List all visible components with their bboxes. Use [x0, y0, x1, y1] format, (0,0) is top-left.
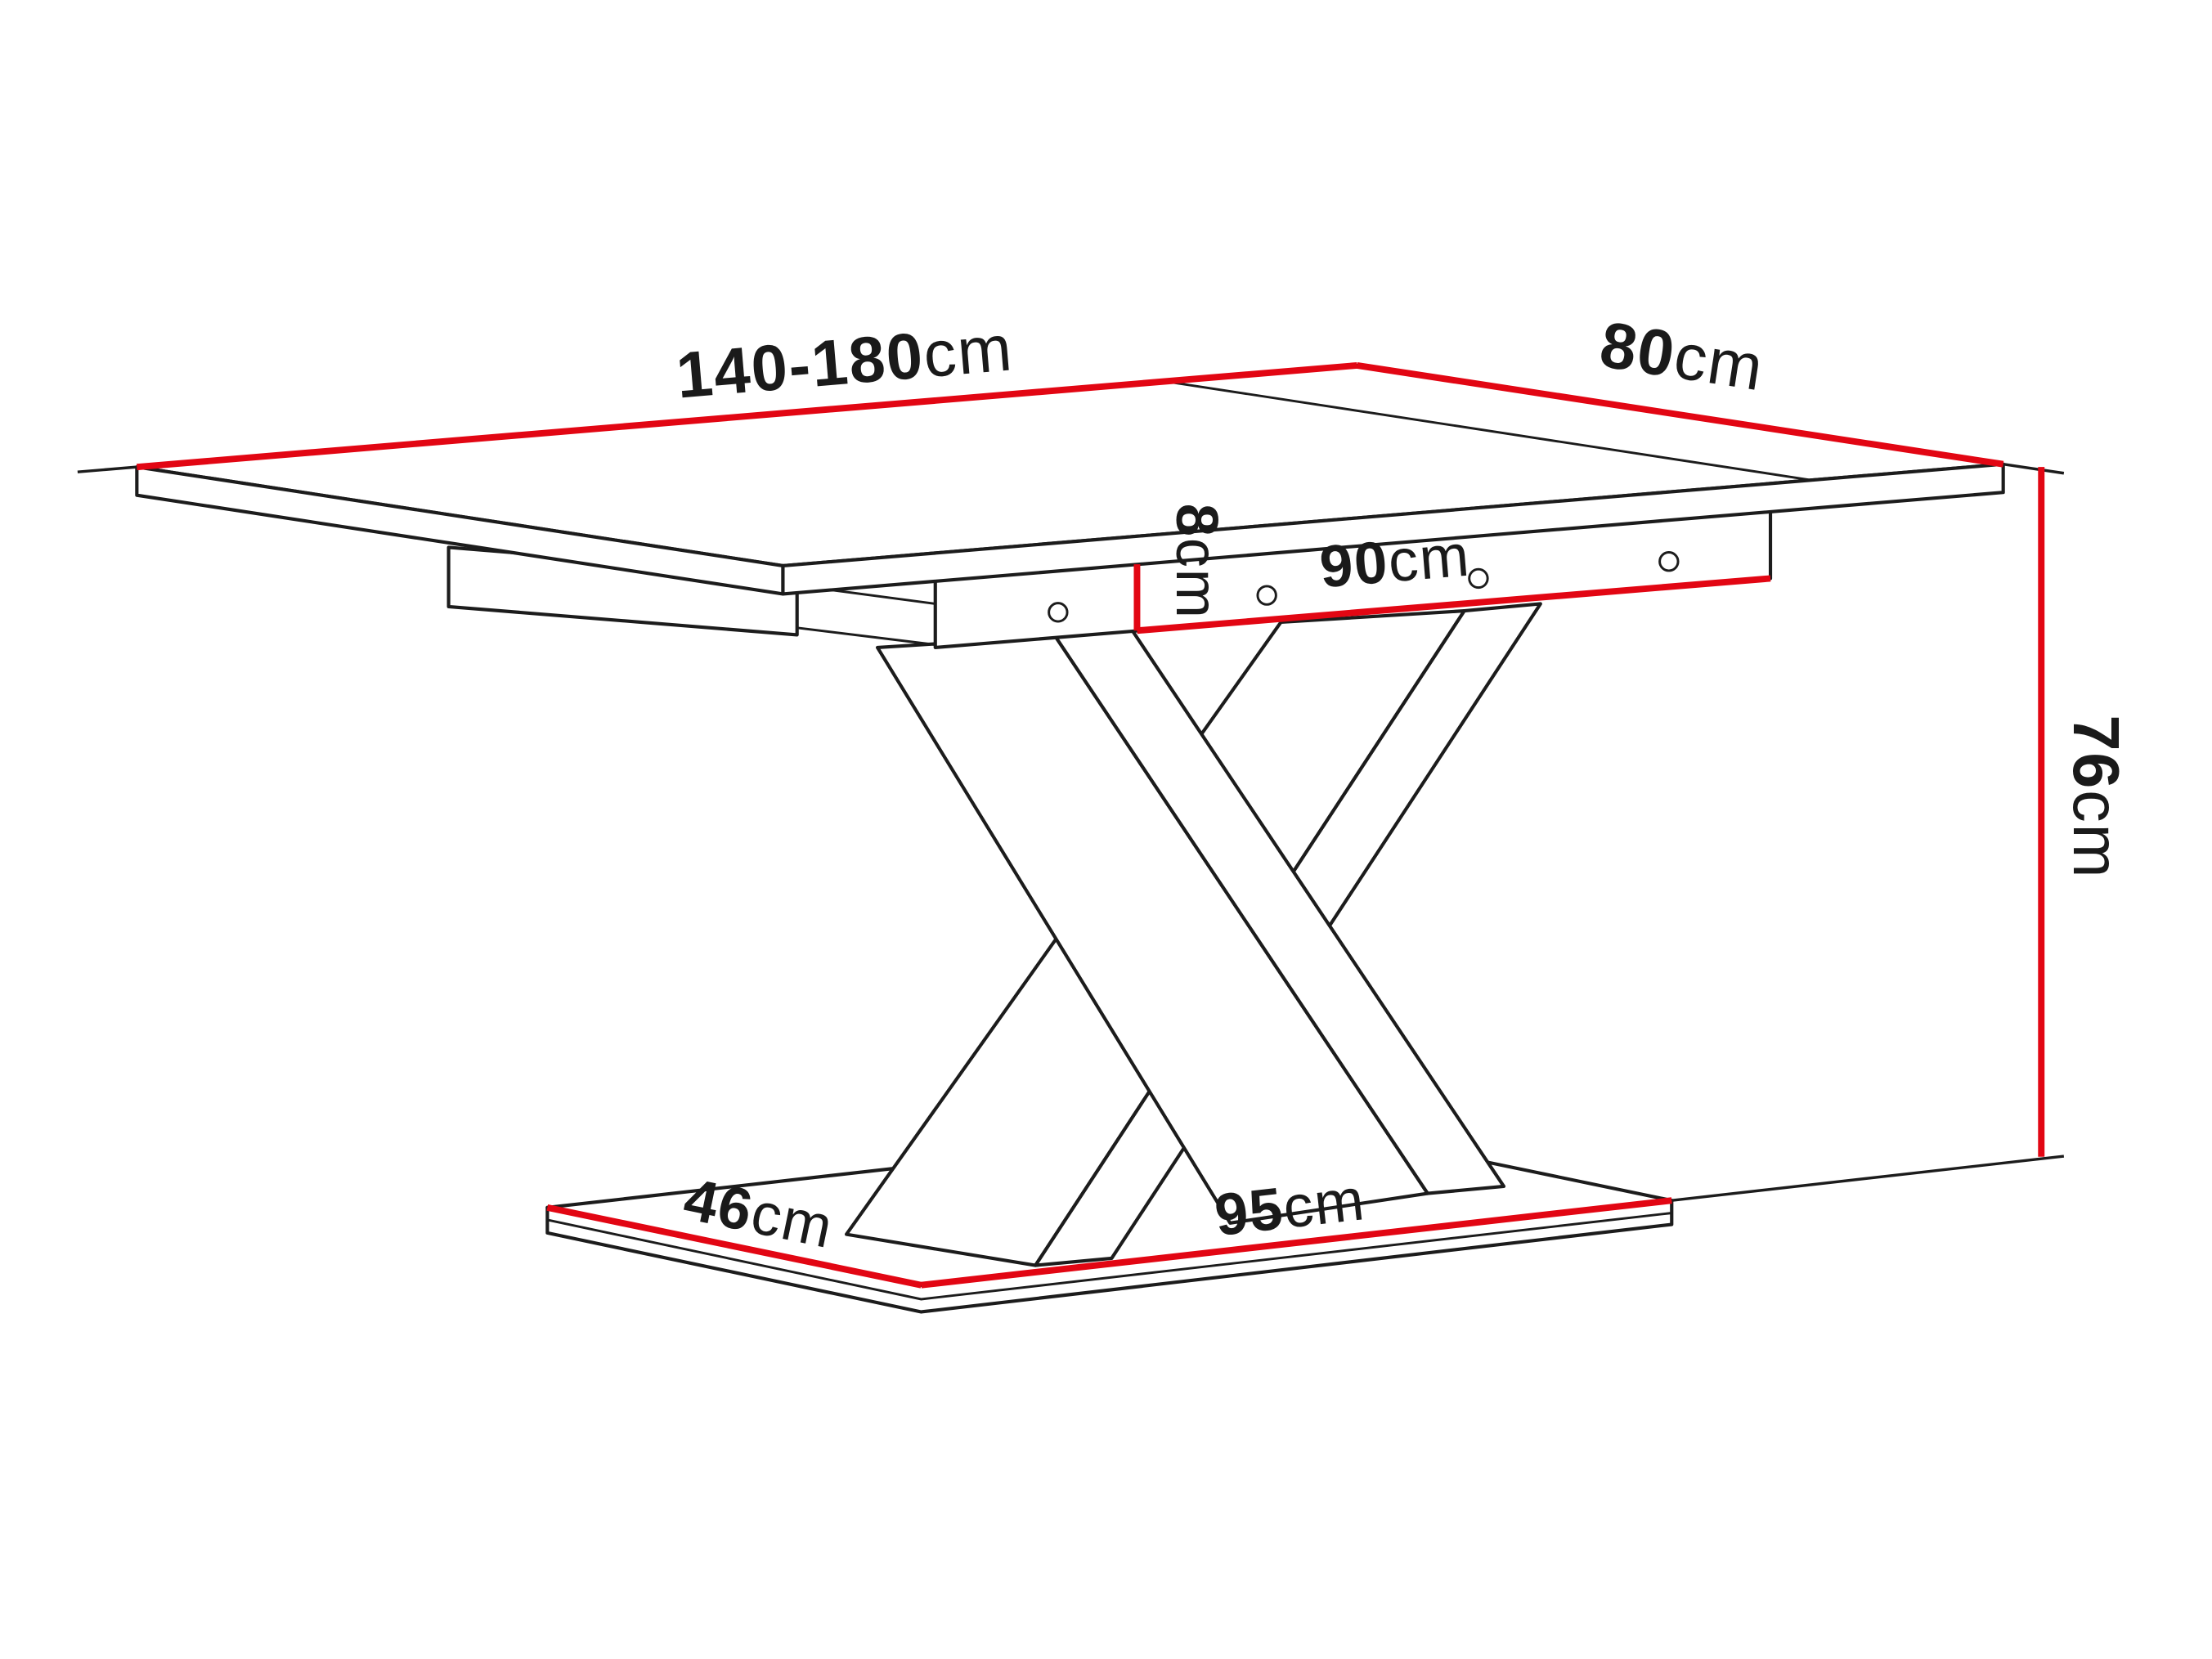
tabletop-extension-seam: [1162, 379, 1809, 482]
base-extension-line: [1671, 1155, 2065, 1202]
length-dimension-line: [137, 361, 1357, 471]
width-dimension-label: 80cm: [1595, 307, 1769, 404]
dimension-labels: 140-180cm 80cm 8cm 90cm 76cm 46cm 95cm: [674, 307, 2133, 1261]
length-extension-tick: [77, 465, 137, 473]
apron-height-dimension-label: 8cm: [1164, 504, 1230, 620]
base-depth-dimension-label: 46cm: [679, 1166, 840, 1262]
base-plate-bevel-line: [548, 1212, 1671, 1301]
base-length-dimension-line: [921, 1197, 1672, 1289]
tabletop-front-right-face: [781, 462, 2005, 596]
screw-hole-icon: [1256, 585, 1277, 606]
under-frame-rail-bottom: [796, 626, 936, 646]
base-depth-dimension-line: [546, 1204, 922, 1289]
tabletop: [135, 363, 2005, 596]
width-extension-tick: [2003, 462, 2065, 475]
height-dimension-label: 76cm: [2060, 715, 2133, 879]
screw-hole-icon: [1658, 551, 1680, 572]
base-length-dimension-label: 95cm: [1212, 1166, 1369, 1249]
pedestal-legs: [845, 602, 1542, 1267]
apron-length-dimension-line: [1137, 575, 1771, 634]
length-dimension-label: 140-180cm: [674, 311, 1016, 411]
screw-hole-icon: [1468, 567, 1489, 590]
dimension-lines: [137, 361, 2045, 1289]
screw-hole-icon: [1048, 602, 1069, 623]
width-dimension-line: [1356, 362, 2004, 468]
extension-lines: [77, 462, 2065, 1202]
apron-length-dimension-label: 90cm: [1317, 522, 1473, 601]
